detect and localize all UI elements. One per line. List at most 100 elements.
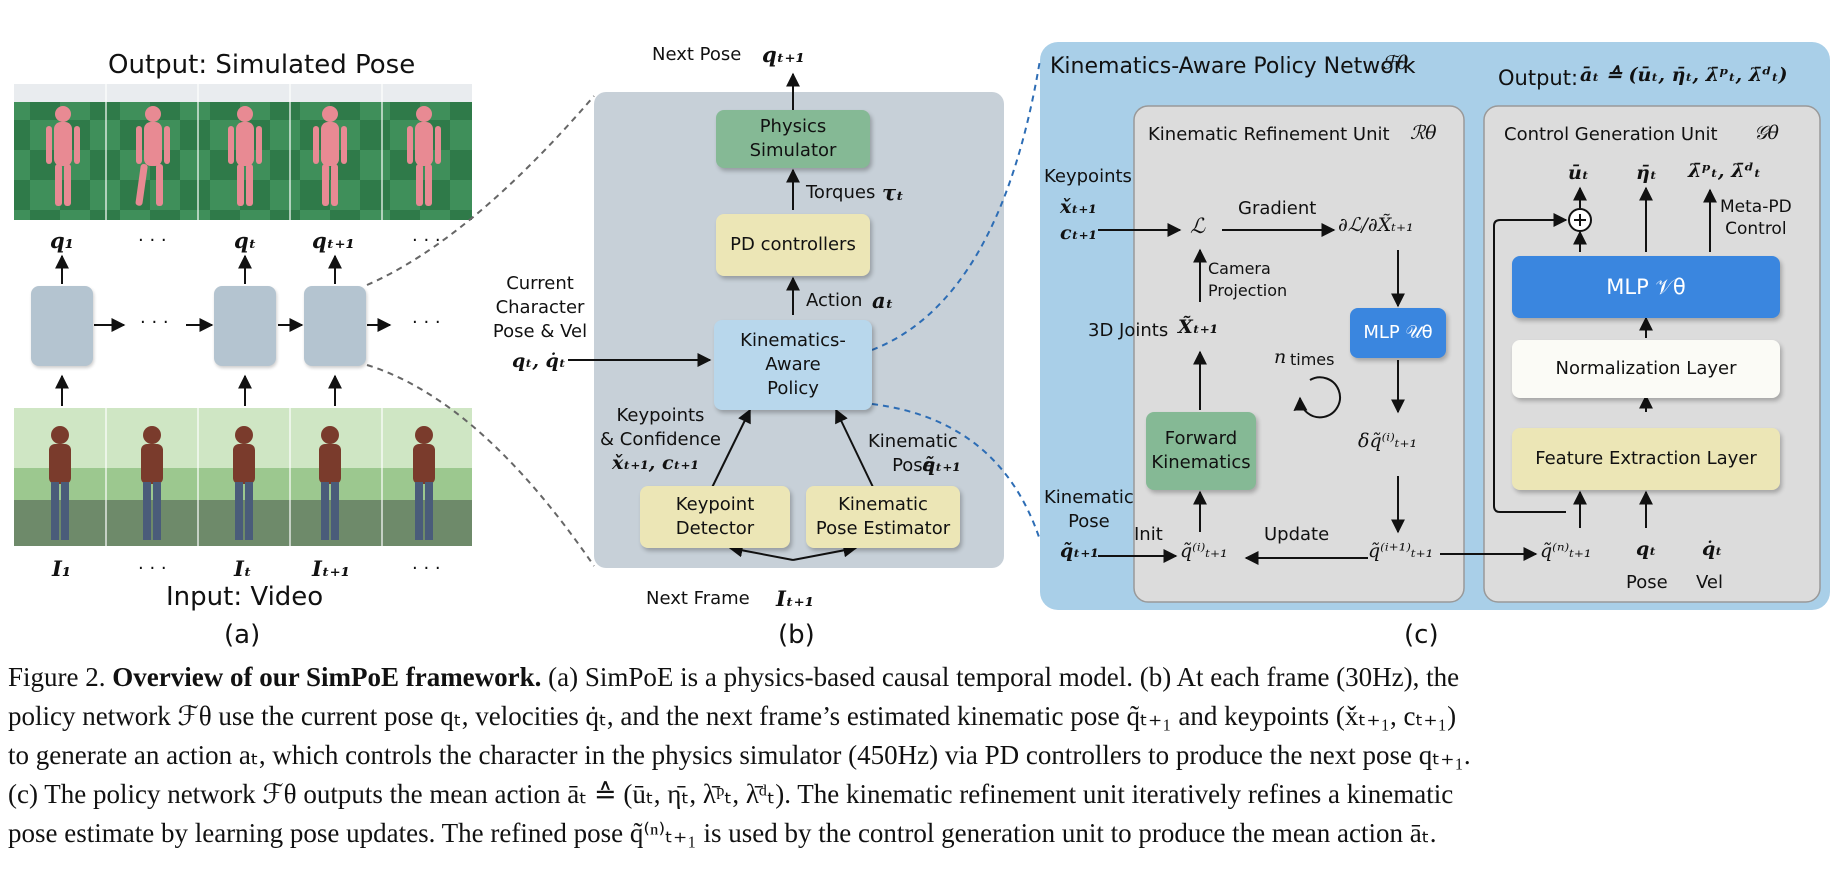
current-state-symbol: qₜ, q̇ₜ (512, 350, 566, 372)
keypoints-confidence-label: Keypoints & Confidence (600, 405, 721, 450)
out-lambda-symbol: λ̄ᵖₜ, λ̄ᵈₜ (1688, 160, 1761, 182)
output-symbol: āₜ ≙ (ūₜ, η̄ₜ, λ̄ᵖₜ, λ̄ᵈₜ) (1580, 64, 1788, 86)
caption-line-2: policy network ℱθ use the current pose q… (8, 701, 1457, 731)
out-u-symbol: ūₜ (1568, 162, 1589, 184)
current-state-label: Current Character Pose & Vel (492, 273, 588, 342)
sim-character (313, 106, 347, 206)
caption-bold: Overview of our SimPoE framework. (112, 662, 542, 692)
input-video-strip (14, 408, 472, 546)
temporal-node (214, 286, 276, 366)
camera-projection-label: Camera Projection (1208, 259, 1288, 300)
caption-line-3: to generate an action aₜ, which controls… (8, 740, 1471, 770)
temporal-node (31, 286, 93, 366)
panel-a-arrows (55, 254, 392, 406)
frame-label-dots: · · · (138, 558, 167, 579)
frame-label-1: I₁ (52, 556, 72, 581)
simulated-pose-strip (14, 84, 472, 220)
dashed-connectors-ab (366, 95, 595, 567)
cgu-symbol: 𝒢θ (1754, 122, 1779, 144)
sim-character (135, 106, 170, 206)
pose-label-t1: qₜ₊₁ (312, 228, 355, 253)
panel-b-arrows (568, 72, 884, 561)
next-frame-symbol: Iₜ₊₁ (776, 586, 814, 611)
keypoint-detector-box: Keypoint Detector (640, 486, 790, 548)
kinematics-aware-policy-box: Kinematics- Aware Policy (714, 320, 872, 410)
keypoints-symbol-c1: x̌ₜ₊₁ (1060, 196, 1097, 218)
dashed-connectors-bc (871, 59, 1041, 541)
joints-label: 3D Joints (1088, 320, 1169, 341)
caption-line1-text: (a) SimPoE is a physics-based causal tem… (548, 662, 1460, 692)
n-times-label: times (1290, 350, 1335, 369)
pose-label-1: q₁ (50, 228, 74, 253)
pose-label-dots2: · · · (412, 230, 441, 251)
kinematic-pose-label-b: Kinematic Pose (868, 431, 958, 476)
qi-symbol: q̃⁽ⁱ⁾ₜ₊₁ (1180, 540, 1228, 562)
pose-label-t: qₜ (234, 228, 257, 253)
frame-label-t1: Iₜ₊₁ (312, 556, 350, 581)
caption-line-5: pose estimate by learning pose updates. … (8, 818, 1437, 848)
keypoints-label-c: Keypoints (1044, 166, 1132, 187)
kinematic-pose-estimator-box: Kinematic Pose Estimator (806, 486, 960, 548)
temporal-node (304, 286, 366, 366)
update-label: Update (1264, 524, 1330, 545)
caption-prefix: Figure 2. (8, 662, 106, 692)
action-label: Action (806, 290, 863, 311)
video-person (233, 426, 255, 540)
video-person (413, 426, 435, 540)
node-dots: · · · (140, 312, 169, 333)
mlp-v-box: MLP 𝒱θ (1512, 256, 1780, 318)
out-eta-symbol: η̄ₜ (1636, 162, 1657, 184)
panel-a-bottom-title: Input: Video (166, 582, 324, 612)
vel-label-c: Vel (1696, 572, 1723, 593)
delta-symbol: δq̃⁽ⁱ⁾ₜ₊₁ (1358, 430, 1418, 452)
kinematic-pose-label-c: Kinematic Pose (1044, 487, 1134, 532)
video-person (49, 426, 71, 540)
gradient-label: Gradient (1238, 198, 1317, 219)
panel-c-label: (c) (1404, 620, 1439, 650)
loss-symbol: ℒ (1190, 214, 1206, 238)
video-person (141, 426, 163, 540)
output-label: Output: (1498, 66, 1579, 90)
panel-a-top-title: Output: Simulated Pose (108, 50, 416, 80)
frame-label-dots2: · · · (412, 558, 441, 579)
cgu-title: Control Generation Unit (1504, 124, 1718, 145)
forward-kinematics-box: Forward Kinematics (1146, 412, 1256, 490)
figure-caption: Figure 2. Overview of our SimPoE framewo… (8, 658, 1830, 853)
sim-character (228, 106, 262, 206)
keypoints-symbol-c2: cₜ₊₁ (1060, 222, 1097, 244)
keypoints-symbol: x̌ₜ₊₁, cₜ₊₁ (612, 452, 699, 474)
qn-symbol: q̃⁽ⁿ⁾ₜ₊₁ (1540, 540, 1592, 562)
loop-icon (1293, 376, 1341, 419)
caption-line-4: (c) The policy network ℱθ outputs the me… (8, 779, 1454, 809)
feature-extraction-layer-box: Feature Extraction Layer (1512, 428, 1780, 490)
kinematic-pose-symbol-c: q̃ₜ₊₁ (1060, 540, 1099, 562)
init-label: Init (1134, 524, 1163, 545)
pd-controllers-box: PD controllers (716, 214, 870, 276)
caption-line-1: Figure 2. Overview of our SimPoE framewo… (8, 658, 1830, 697)
panel-c-arrows (1098, 186, 1717, 565)
pose-label-c: Pose (1626, 572, 1668, 593)
kru-title: Kinematic Refinement Unit (1148, 124, 1390, 145)
pose-label-dots: · · · (138, 230, 167, 251)
sim-character (46, 106, 80, 206)
qi1-symbol: q̃⁽ⁱ⁺¹⁾ₜ₊₁ (1368, 540, 1434, 562)
joints-symbol: X̃ₜ₊₁ (1178, 316, 1219, 338)
kru-symbol: ℛθ (1410, 122, 1437, 144)
video-person (319, 426, 341, 540)
panel-b-label: (b) (778, 620, 815, 650)
panel-c-title-symbol: ℱθ (1382, 52, 1409, 74)
node-dots-end: · · · (412, 312, 441, 333)
sim-character (407, 106, 441, 206)
q-symbol-c: qₜ (1636, 538, 1657, 560)
normalization-layer-box: Normalization Layer (1512, 340, 1780, 398)
physics-simulator-box: Physics Simulator (716, 110, 870, 168)
torques-symbol: τₜ (882, 180, 904, 205)
meta-pd-label: Meta-PD Control (1720, 197, 1792, 239)
next-pose-label: Next Pose (652, 44, 742, 65)
mlp-u-box: MLP 𝒰θ (1350, 308, 1446, 358)
action-symbol: aₜ (872, 288, 894, 313)
gradient-symbol: ∂ℒ/∂X̃ₜ₊₁ (1338, 214, 1414, 236)
frame-label-t: Iₜ (234, 556, 252, 581)
torques-label: Torques (806, 182, 876, 203)
residual-connection-arrow (1493, 213, 1568, 513)
